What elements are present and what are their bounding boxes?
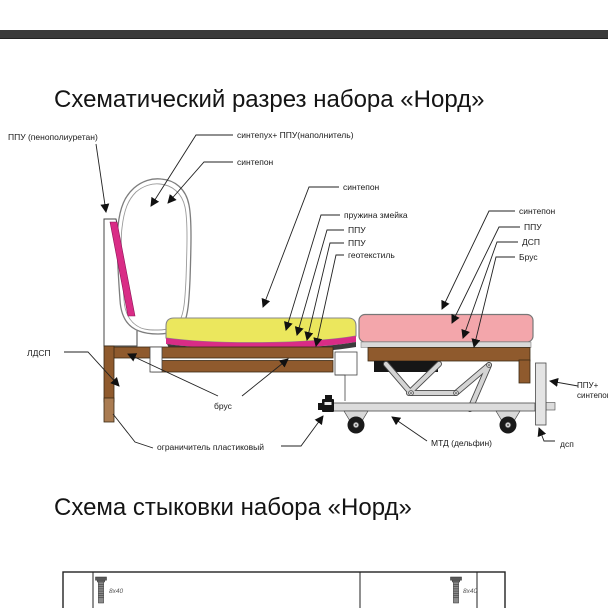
label-ppu-sintepon-line2: синтепон xyxy=(577,391,608,400)
seat-foam-layer xyxy=(166,336,356,349)
body-edge-step xyxy=(335,374,346,401)
screw-icon xyxy=(450,576,462,604)
screw-size-label: 8x40 xyxy=(463,588,477,595)
mechanism-box xyxy=(374,361,438,372)
label-ppu-bed: ППУ xyxy=(524,222,542,232)
leader-lines xyxy=(64,134,579,449)
screw-size-label: 8x40 xyxy=(109,588,123,595)
label-brus-bed: Брус xyxy=(519,252,538,262)
join-box xyxy=(62,571,506,608)
label-ldsp: ЛДСП xyxy=(27,348,51,358)
label-limiter: ограничитель пластиковый xyxy=(157,442,264,452)
plastic-limiter xyxy=(318,395,334,412)
seat-cushion xyxy=(165,317,357,344)
caster-front xyxy=(343,410,369,434)
bed-beam-brus xyxy=(367,347,531,362)
label-sintepon-bed: синтепон xyxy=(519,206,556,216)
label-ppu-b: ППУ xyxy=(348,238,366,248)
cross-section-title: Схематический разрез набора «Норд» xyxy=(54,86,485,113)
ldsp-panel-foot xyxy=(103,397,115,423)
screw-icon xyxy=(95,576,107,604)
caster-rear xyxy=(495,410,521,434)
support-block xyxy=(149,346,163,373)
label-spring-snake: пружина змейка xyxy=(344,210,408,220)
foam-strip-magenta xyxy=(109,221,136,317)
ldsp-panel xyxy=(103,345,115,403)
join-scheme-title: Схема стыковки набора «Норд» xyxy=(54,494,412,521)
label-ppu-foam: ППУ (пенополиуретан) xyxy=(8,132,98,142)
bed-beam-drop xyxy=(518,359,531,384)
label-geotextile: геотекстиль xyxy=(348,250,395,260)
window-top-bar xyxy=(0,30,608,39)
label-dsp-right: дсп xyxy=(560,439,574,449)
bed-cushion xyxy=(358,313,534,343)
seat-rail-top xyxy=(112,346,334,359)
label-mtd: МТД (дельфин) xyxy=(431,438,492,448)
label-ppu-a: ППУ xyxy=(348,225,366,235)
side-panel-dsp xyxy=(535,362,547,426)
label-sintepon-seat: синтепон xyxy=(343,182,380,192)
label-brus-frame: брус xyxy=(214,401,233,411)
mechanism-levers xyxy=(383,361,492,412)
label-sintepon-back: синтепон xyxy=(237,157,274,167)
frame-stub xyxy=(545,402,556,411)
label-ppu-sintepon-line1: ППУ+ xyxy=(577,381,599,390)
body-edge-box xyxy=(334,351,358,376)
label-dsp-bed: ДСП xyxy=(522,237,540,247)
join-scheme-panel: 8x40 8x40 xyxy=(62,571,506,608)
seat-rail-bottom xyxy=(151,360,334,373)
bed-board-dsp xyxy=(360,341,532,348)
label-sintepuh-ppu: синтепух+ ППУ(наполнитель) xyxy=(237,130,354,140)
frame-bar xyxy=(331,402,536,412)
